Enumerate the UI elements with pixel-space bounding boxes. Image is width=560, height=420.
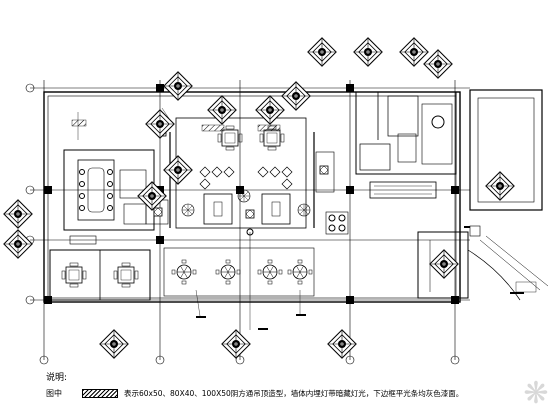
grid-axes: [25, 80, 470, 365]
watermark-logo-icon: ❋: [523, 376, 549, 411]
legend-label: 图中: [46, 389, 62, 398]
legend-description: 表示60x50、80X40、100X50阴方通吊顶造型，墙体内埋灯带暗藏灯光，下…: [124, 389, 464, 398]
drawing-notes: 说明: 图中 表示60x50、80X40、100X50阴方通吊顶造型，墙体内埋灯…: [46, 370, 554, 416]
notes-title: 说明:: [46, 373, 68, 383]
leader-lines: [77, 107, 501, 330]
hatched-ceiling-strips: [71, 119, 281, 132]
hatch-swatch-icon: [82, 389, 118, 398]
annotation-marks: [196, 226, 524, 330]
private-room-small: [49, 249, 151, 301]
entrance-stair: [417, 225, 549, 301]
lower-hall-partition: [163, 228, 315, 300]
booth-seating: [199, 166, 293, 190]
outer-walls: [43, 89, 543, 303]
kitchen-area: [325, 91, 457, 235]
